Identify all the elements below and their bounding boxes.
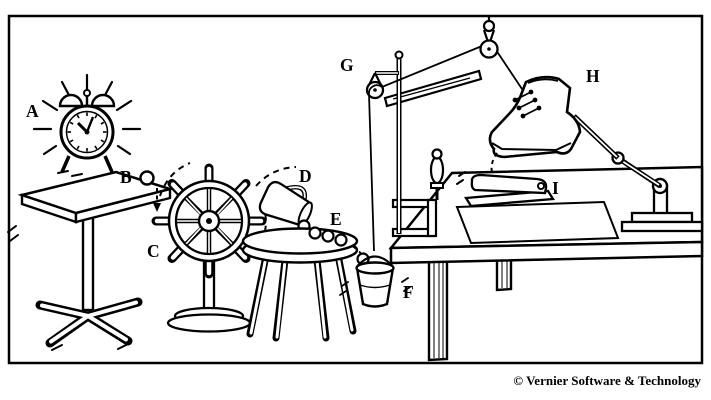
desk-edge bbox=[389, 240, 704, 265]
boot bbox=[488, 75, 582, 173]
stool bbox=[241, 226, 370, 342]
label-a: A bbox=[26, 101, 39, 121]
label-f: F bbox=[403, 282, 414, 302]
label-e: E bbox=[330, 209, 342, 229]
pedestal-table bbox=[17, 170, 175, 348]
part-labels: A B C D E F G H I bbox=[26, 55, 600, 302]
label-d: D bbox=[299, 166, 312, 186]
pitcher-motion-arc bbox=[255, 166, 297, 187]
clamp-handle bbox=[429, 155, 445, 185]
ball-on-table bbox=[139, 170, 161, 212]
stomp-path bbox=[490, 152, 498, 173]
minute-hand bbox=[85, 116, 95, 133]
boot-laces bbox=[512, 89, 542, 119]
pulley-ring bbox=[482, 19, 496, 33]
label-h: H bbox=[586, 66, 600, 86]
label-g: G bbox=[340, 55, 354, 75]
label-c: C bbox=[147, 241, 160, 261]
copyright-text: © Vernier Software & Technology bbox=[513, 373, 701, 388]
paper-sheet bbox=[455, 200, 620, 245]
clock-ticks bbox=[67, 112, 107, 152]
boot-sole bbox=[491, 142, 572, 152]
label-i: I bbox=[552, 178, 559, 198]
support-rod bbox=[375, 50, 404, 234]
alarm-clock bbox=[58, 89, 116, 173]
rolling-ball bbox=[308, 226, 322, 240]
rolling-ball bbox=[334, 233, 348, 247]
lever-arm bbox=[572, 114, 662, 189]
bucket-handle bbox=[356, 255, 394, 267]
bucket bbox=[339, 255, 411, 308]
ceiling-pulley bbox=[479, 17, 499, 59]
wooden-plank bbox=[383, 69, 483, 108]
label-b: B bbox=[120, 167, 132, 187]
wheel-motion-arc bbox=[159, 162, 191, 197]
table-clamp bbox=[391, 148, 445, 238]
string bbox=[368, 45, 525, 252]
stapler bbox=[456, 171, 555, 208]
stapler-motion-marks bbox=[456, 171, 466, 185]
ships-wheel bbox=[151, 162, 267, 279]
bucket-motion-marks bbox=[339, 277, 411, 296]
rolling-ball bbox=[321, 229, 335, 243]
